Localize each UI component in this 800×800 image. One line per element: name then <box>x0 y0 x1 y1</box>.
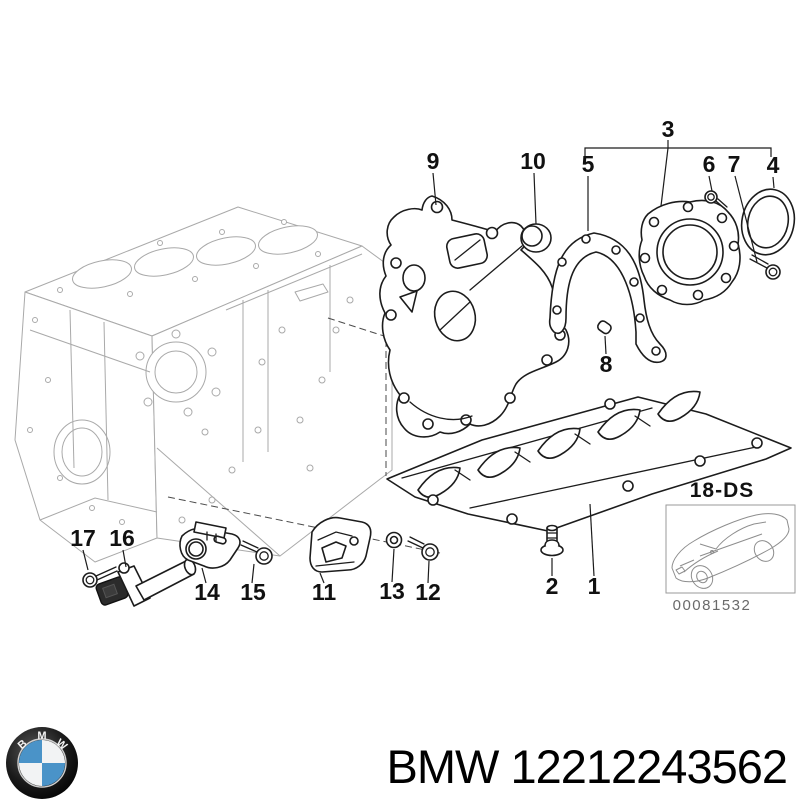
callout-11: 11 <box>312 579 337 605</box>
callout-8: 8 <box>600 351 613 377</box>
callout-7: 7 <box>728 151 741 177</box>
callout-3: 3 <box>662 116 675 142</box>
callout-13: 13 <box>379 578 405 604</box>
vehicle-thumbnail-frame <box>665 504 796 594</box>
callout-12: 12 <box>415 579 441 605</box>
engine-block-drawing <box>14 206 393 563</box>
part-2-screw <box>540 524 564 557</box>
callout-15: 15 <box>240 579 266 605</box>
callout-9: 9 <box>427 148 440 174</box>
image-code-label: 00081532 <box>673 597 752 614</box>
callout-10: 10 <box>520 148 546 174</box>
callout-16: 16 <box>109 525 135 551</box>
part-8-dowel <box>596 320 612 335</box>
part-9-timing-case-gasket <box>379 195 570 438</box>
part-3-seal-housing <box>638 199 741 306</box>
callout-labels: 9 10 5 3 6 7 4 8 17 16 14 15 11 13 12 2 … <box>70 116 779 605</box>
variant-code-label: 18-DS <box>690 479 755 502</box>
callout-6: 6 <box>703 151 716 177</box>
part-4-seal-ring <box>740 188 796 256</box>
part-7-bolt <box>749 254 781 280</box>
bedplate-mount-ears <box>427 398 763 525</box>
part-5-end-cover-gasket <box>548 232 667 364</box>
part-1-bedplate <box>386 390 792 532</box>
part-11-bracket <box>309 516 372 573</box>
callout-5: 5 <box>582 151 595 177</box>
part-17-bolt <box>82 566 118 588</box>
part-12-bolt <box>407 536 439 561</box>
car-sketch <box>671 513 790 589</box>
callout-2: 2 <box>546 573 559 599</box>
quadrant-bottom-left <box>19 763 42 786</box>
part-15-bolt <box>240 540 273 565</box>
callout-leader-lines <box>82 140 775 584</box>
logo-letter-m: M <box>37 730 46 742</box>
block-bolt-holes <box>27 219 354 525</box>
bmw-logo: B M W <box>6 727 78 799</box>
quadrant-bottom-right <box>42 763 65 786</box>
callout-14: 14 <box>194 579 220 605</box>
part-number-label: BMW 12212243562 <box>386 740 788 793</box>
dipstick-tube <box>294 283 329 302</box>
vehicle-thumbnail: 00081532 <box>665 504 796 614</box>
part-16-crankshaft-sensor <box>95 558 197 607</box>
logo-quadrants <box>19 740 65 786</box>
bedplate-arches <box>417 390 701 498</box>
part-6-bolt <box>704 190 728 210</box>
part-13-washer <box>385 531 403 549</box>
cylinder-bores <box>72 225 318 289</box>
quadrant-top-left <box>19 740 42 763</box>
part-14-sensor-bracket <box>179 521 241 569</box>
callout-17: 17 <box>70 525 96 551</box>
callout-1: 1 <box>588 573 601 599</box>
logo-bezel <box>17 738 67 788</box>
quadrant-top-right <box>42 740 65 763</box>
callout-4: 4 <box>767 152 780 178</box>
